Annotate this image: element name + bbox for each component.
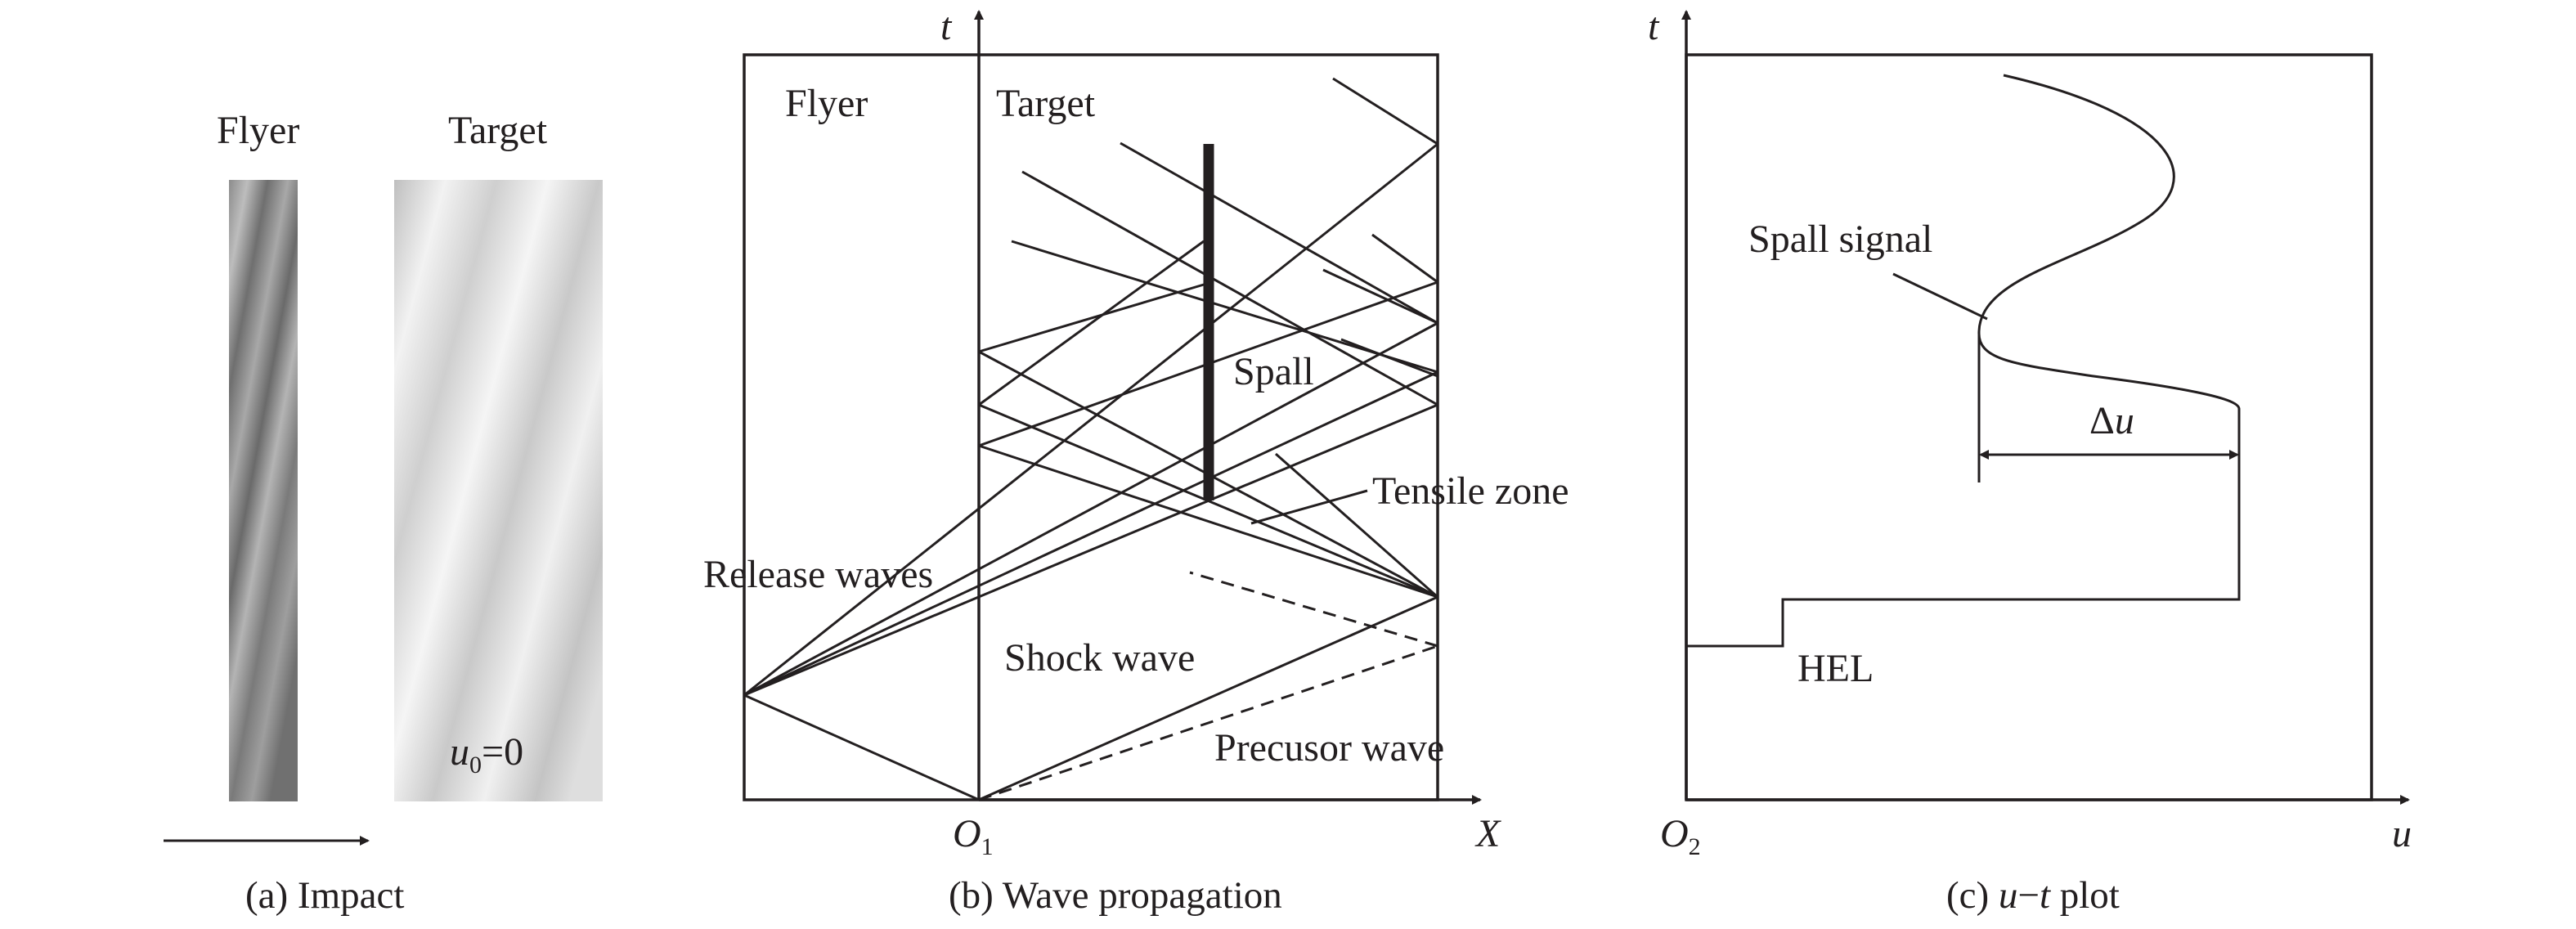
precursor-reflected-line [1189,571,1438,648]
shock-wave-line [978,595,1438,801]
panel-b-frame [743,53,1439,801]
t-axis-label-b: t [940,5,953,48]
initial-velocity-label: u0=0 [450,730,523,779]
flyer-label: Flyer [217,109,299,152]
u-axis-label-c: u [2392,812,2412,855]
t-axis-label-c: t [1648,5,1660,48]
reflected-wave-line [978,403,1438,599]
flyer-plate [229,180,298,801]
flyer-region-label: Flyer [785,82,868,125]
reflected-wave-line [978,444,1438,599]
tensile-zone-leader [1250,489,1368,525]
target-plate [394,180,603,801]
caption-c: (c) u−t plot [1946,874,2120,917]
target-label: Target [448,109,548,152]
panel-b-wave-propagation: t X O1 Flyer Target Spall Tensile zone R… [703,5,1569,917]
spall-signal-label: Spall signal [1748,218,1932,261]
target-region-label: Target [996,82,1096,125]
release-waves-label: Release waves [703,553,933,596]
release-wave-line [743,403,1438,697]
caption-b: (b) Wave propagation [949,874,1282,917]
caption-a: (a) Impact [245,874,404,917]
flyer-shock-line [743,693,980,801]
velocity-trace [1686,74,2241,648]
reflected-wave-line [1275,452,1438,599]
reflected-wave-line [1340,338,1438,378]
reflected-wave-line [1332,77,1438,146]
spall-signal-leader [1892,272,1988,321]
delta-u-label: Δu [2089,399,2134,442]
spall-label: Spall [1233,350,1314,393]
release-wave-line [743,142,1438,697]
reflected-wave-line [978,283,1205,353]
reflected-wave-line [1322,268,1438,325]
panel-a-impact: Flyer Target u0=0 (a) Impact [164,109,603,917]
origin-label-c: O2 [1660,812,1701,860]
reflected-wave-line [1371,233,1438,284]
hel-label: HEL [1797,647,1874,690]
panel-c-ut-plot: t u O2 Spall signal Δu HEL (c) u−t plot [1648,5,2412,917]
panel-c-frame [1685,53,2373,801]
reflected-wave-line [978,240,1205,406]
reflected-wave-line [1021,170,1438,406]
precursor-wave-label: Precusor wave [1214,726,1444,770]
reflected-wave-line [1120,141,1438,325]
x-axis-label-b: X [1474,812,1501,855]
origin-label-b: O1 [953,812,994,860]
shock-wave-label: Shock wave [1004,636,1195,680]
precursor-wave-line [978,644,1438,801]
release-wave-line [743,370,1438,697]
tensile-zone-label: Tensile zone [1372,469,1569,513]
release-wave-line [743,321,1438,697]
